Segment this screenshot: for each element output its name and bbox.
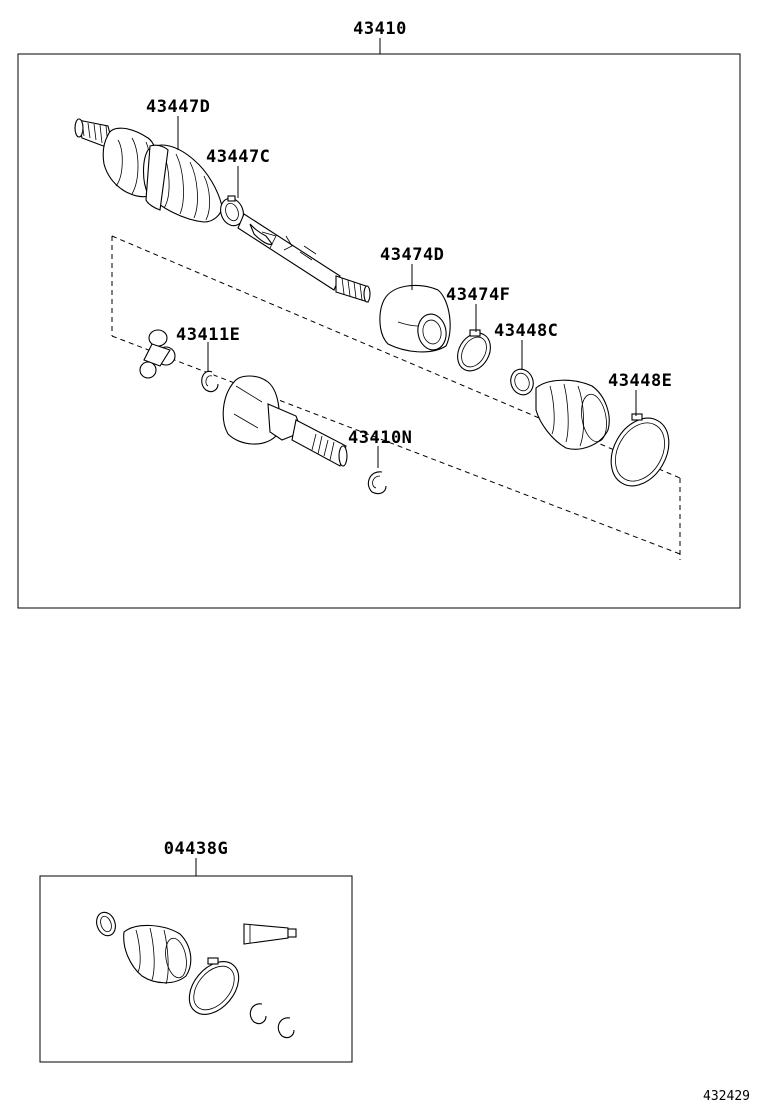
tripod-joint <box>139 329 176 379</box>
kit-small-clamp <box>96 911 116 937</box>
inner-large-clamp <box>610 413 670 487</box>
outer-small-clamp <box>220 195 244 227</box>
inner-joint-housing <box>222 375 348 467</box>
shaft-snap-ring <box>367 471 387 495</box>
callout-43410N[interactable]: 43410N <box>348 428 412 448</box>
kit-boot <box>123 924 192 985</box>
callout-43474D[interactable]: 43474D <box>380 245 444 265</box>
kit-large-clamp <box>188 957 240 1015</box>
callout-43474F[interactable]: 43474F <box>446 285 510 305</box>
callout-43448C[interactable]: 43448C <box>494 321 558 341</box>
inner-small-clamp <box>510 368 534 396</box>
kit-part-number[interactable]: 04438G <box>164 839 228 859</box>
assembly-frame: 43410 <box>17 19 741 609</box>
inner-joint-group <box>111 235 681 560</box>
kit-grease-tube <box>243 923 297 945</box>
inner-boot <box>535 379 610 450</box>
callout-43411E[interactable]: 43411E <box>176 325 240 345</box>
tripod-snap-ring <box>201 370 219 393</box>
kit-frame: 04438G <box>39 839 353 1063</box>
kit-snap-ring-1 <box>249 1003 267 1025</box>
callout-43448E[interactable]: 43448E <box>608 371 672 391</box>
kit-snap-ring-2 <box>277 1017 295 1039</box>
outer-boot <box>142 144 223 223</box>
damper <box>379 284 451 353</box>
drive-shaft-assembly <box>74 118 491 372</box>
callout-43447D[interactable]: 43447D <box>146 97 210 117</box>
shaft-bar <box>237 213 371 303</box>
damper-clamp <box>457 329 491 372</box>
callout-43447C[interactable]: 43447C <box>206 147 270 167</box>
figure-id: 432429 <box>703 1089 750 1104</box>
assembly-part-number[interactable]: 43410 <box>353 19 407 39</box>
callouts: 43447D 43447C 43474D 43474F 43411E 43448… <box>146 97 672 468</box>
